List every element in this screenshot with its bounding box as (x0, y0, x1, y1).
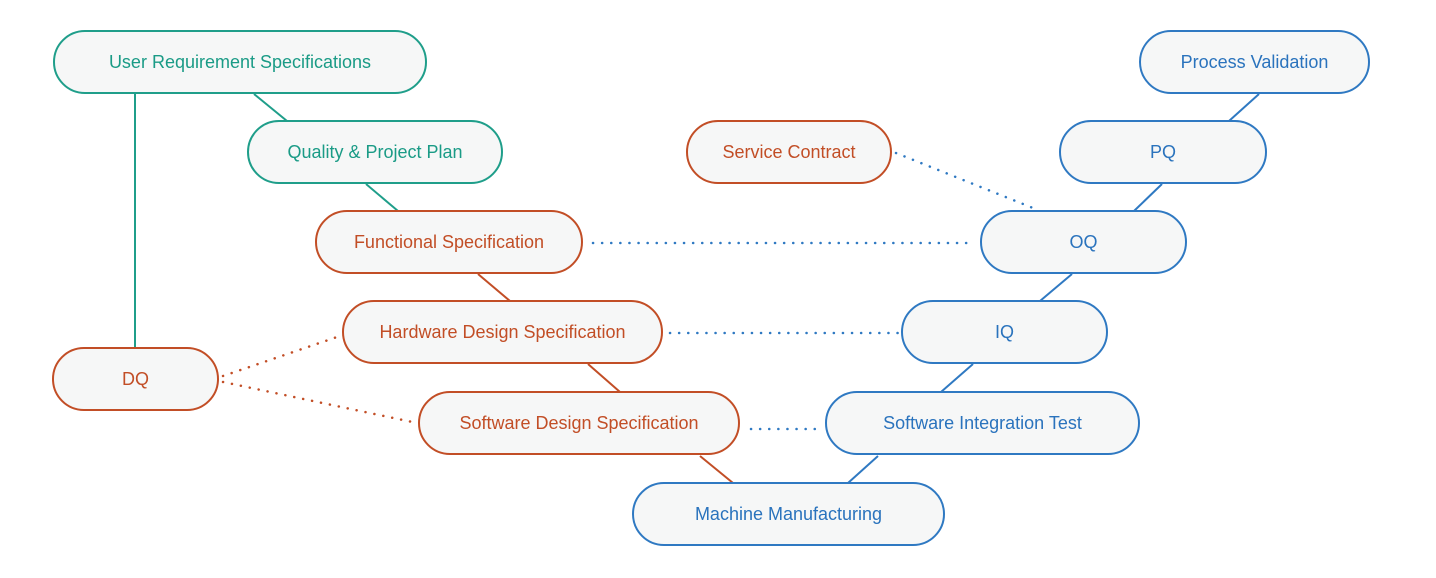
node-dq: DQ (52, 347, 219, 411)
dotted-link-dq-sds (221, 380, 419, 425)
connector-hds-sds (587, 363, 621, 393)
connector-qpp-fs (365, 183, 399, 212)
node-service-contract: Service Contract (686, 120, 892, 184)
node-software-design-specification: Software Design Specification (418, 391, 740, 455)
node-software-integration-test: Software Integration Test (825, 391, 1140, 455)
node-process-validation: Process Validation (1139, 30, 1370, 94)
node-hardware-design-specification: Hardware Design Specification (342, 300, 663, 364)
dotted-link-sc-oq (894, 151, 1035, 210)
node-user-requirement-specifications: User Requirement Specifications (53, 30, 427, 94)
connector-oq-pq (1133, 183, 1163, 212)
node-quality-project-plan: Quality & Project Plan (247, 120, 503, 184)
connector-fs-hds (477, 273, 511, 302)
node-functional-specification: Functional Specification (315, 210, 583, 274)
connector-sds-mm (699, 455, 734, 484)
connector-iq-oq (1039, 273, 1073, 302)
connector-urs-qpp (253, 93, 288, 122)
connector-sit-iq (940, 363, 974, 393)
node-machine-manufacturing: Machine Manufacturing (632, 482, 945, 546)
connector-mm-sit (847, 455, 879, 484)
node-oq: OQ (980, 210, 1187, 274)
dotted-link-dq-hds (221, 334, 342, 378)
node-iq: IQ (901, 300, 1108, 364)
connector-pq-pv (1228, 93, 1260, 122)
node-pq: PQ (1059, 120, 1267, 184)
